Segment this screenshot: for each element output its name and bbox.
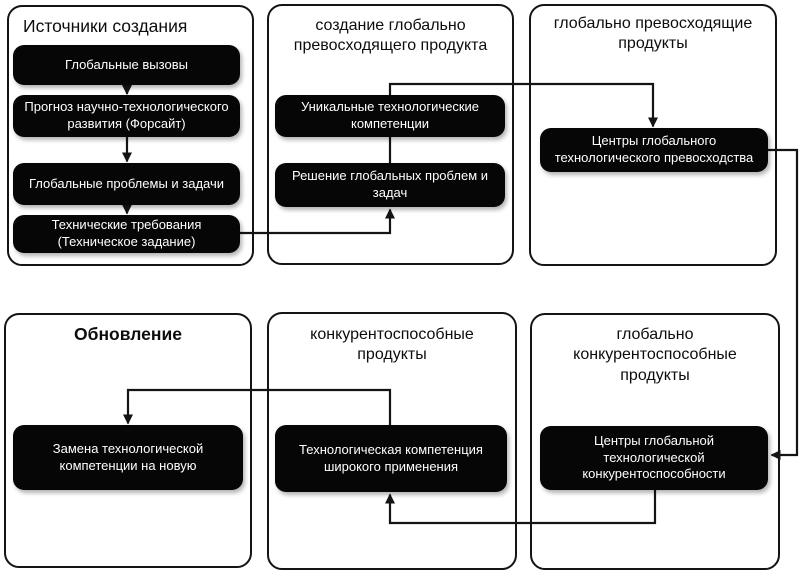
panel-title: создание глобально превосходящего продук… [293,17,488,55]
box-centers-global-tech-superiority: Центры глобального технологического прев… [540,128,768,172]
panel-sources-of-creation: Источники создания Глобальные вызовы Про… [7,5,254,266]
panel-competitive-products: конкурентоспособные продукты Технологиче… [267,312,517,570]
box-unique-tech-competencies: Уникальные технологические компетенции [275,95,505,137]
box-foresight-forecast: Прогноз научно-технологического развития… [13,95,240,137]
panel-globally-superior-products: глобально превосходящие продукты Центры … [529,4,777,266]
box-technical-requirements: Технические требования (Техническое зада… [13,215,240,253]
panel-title: конкурентоспособные продукты [310,326,474,364]
panel-title: глобально превосходящие продукты [553,15,753,53]
panel-globally-competitive-products: глобально конкурентоспособные продукты Ц… [530,313,780,570]
arrow-requirements-to-solution [240,208,395,235]
box-replace-tech-competency: Замена технологической компетенции на но… [13,425,243,490]
panel-title: глобально конкурентоспособные продукты [573,326,737,384]
panel-title: Источники создания [23,16,188,36]
panel-renewal: Обновление Замена технологической компет… [4,313,252,568]
arrow-wide-application-to-replacement [123,388,392,425]
box-centers-global-tech-competitiveness: Центры глобальной технологической конкур… [540,426,768,490]
box-wide-application-tech-competency: Технологическая компетенция широкого при… [275,425,507,492]
box-global-challenges: Глобальные вызовы [13,45,240,85]
box-solving-global-problems: Решение глобальных проблем и задач [275,163,505,207]
arrow-competitiveness-to-wide-application [385,490,657,525]
panel-title: Обновление [74,324,182,344]
arrow-superiority-to-competitiveness-centers [768,148,799,460]
box-global-problems-tasks: Глобальные проблемы и задачи [13,163,240,205]
panel-create-globally-superior-product: создание глобально превосходящего продук… [267,4,514,265]
